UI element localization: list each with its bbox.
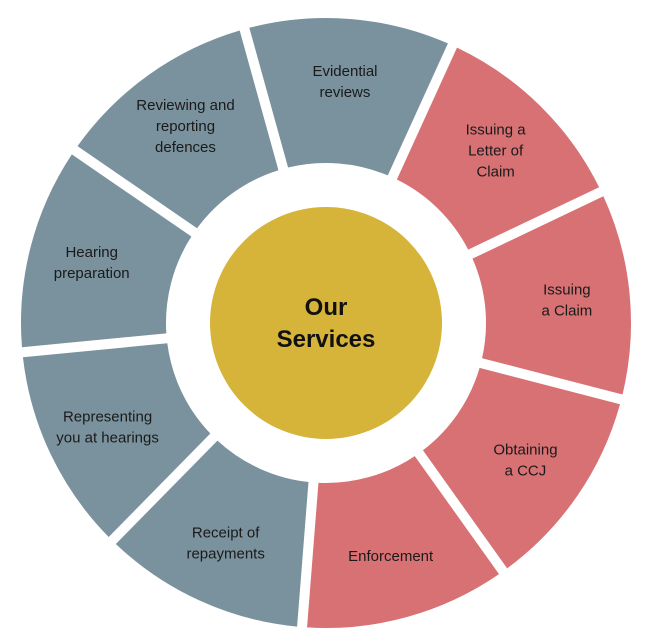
segment-label-evidential-reviews: Evidential reviews (312, 63, 377, 101)
segment-label-line: reporting (156, 118, 215, 135)
segment-label-line: Issuing a (466, 121, 527, 138)
segment-label-line: you at hearings (56, 430, 159, 447)
segment-evidential-reviews (249, 17, 448, 176)
segment-label-receipt-of-repayments: Receipt of repayments (186, 525, 264, 563)
segment-issuing-letter-of-claim (396, 47, 600, 250)
segment-obtaining-ccj (422, 367, 620, 569)
center-circle (210, 207, 442, 439)
segment-label-line: Obtaining (493, 442, 557, 459)
segment-label-line: Hearing (65, 244, 118, 261)
segment-label-line: Letter of (468, 142, 524, 159)
segment-label-enforcement: Enforcement (348, 548, 434, 565)
segment-label-line: a Claim (541, 302, 592, 319)
segment-representing-at-hearings (22, 343, 211, 538)
segment-label-line: preparation (54, 265, 130, 282)
segment-reviewing-reporting-defences (77, 30, 279, 229)
segment-label-line: Receipt of (192, 525, 260, 542)
segment-label-issuing-letter-of-claim: Issuing a Letter of Claim (466, 121, 527, 180)
segment-label-line: Claim (476, 163, 514, 180)
segment-label-line: Representing (63, 409, 152, 426)
segment-label-line: Reviewing and (136, 97, 234, 114)
segment-label-reviewing-reporting-defences: Reviewing and reporting defences (136, 97, 234, 156)
segment-label-issuing-claim: Issuing a Claim (541, 281, 592, 319)
center-label-line: Services (277, 326, 376, 353)
segment-label-line: Issuing (543, 281, 591, 298)
segment-label-line: reviews (320, 84, 371, 101)
segment-label-line: a CCJ (505, 463, 547, 480)
segment-label-line: Evidential (312, 63, 377, 80)
segment-label-line: repayments (186, 546, 264, 563)
segment-label-line: Enforcement (348, 548, 434, 565)
center-label-line: Our (305, 294, 348, 321)
segment-label-hearing-preparation: Hearing preparation (54, 244, 130, 282)
segment-label-line: defences (155, 139, 216, 156)
segment-enforcement (307, 456, 500, 628)
segment-hearing-preparation (20, 154, 192, 348)
segment-issuing-claim (472, 196, 631, 395)
segment-receipt-of-repayments (115, 440, 309, 627)
segment-label-representing-at-hearings: Representing you at hearings (56, 409, 159, 447)
segment-label-obtaining-ccj: Obtaining a CCJ (493, 442, 557, 480)
